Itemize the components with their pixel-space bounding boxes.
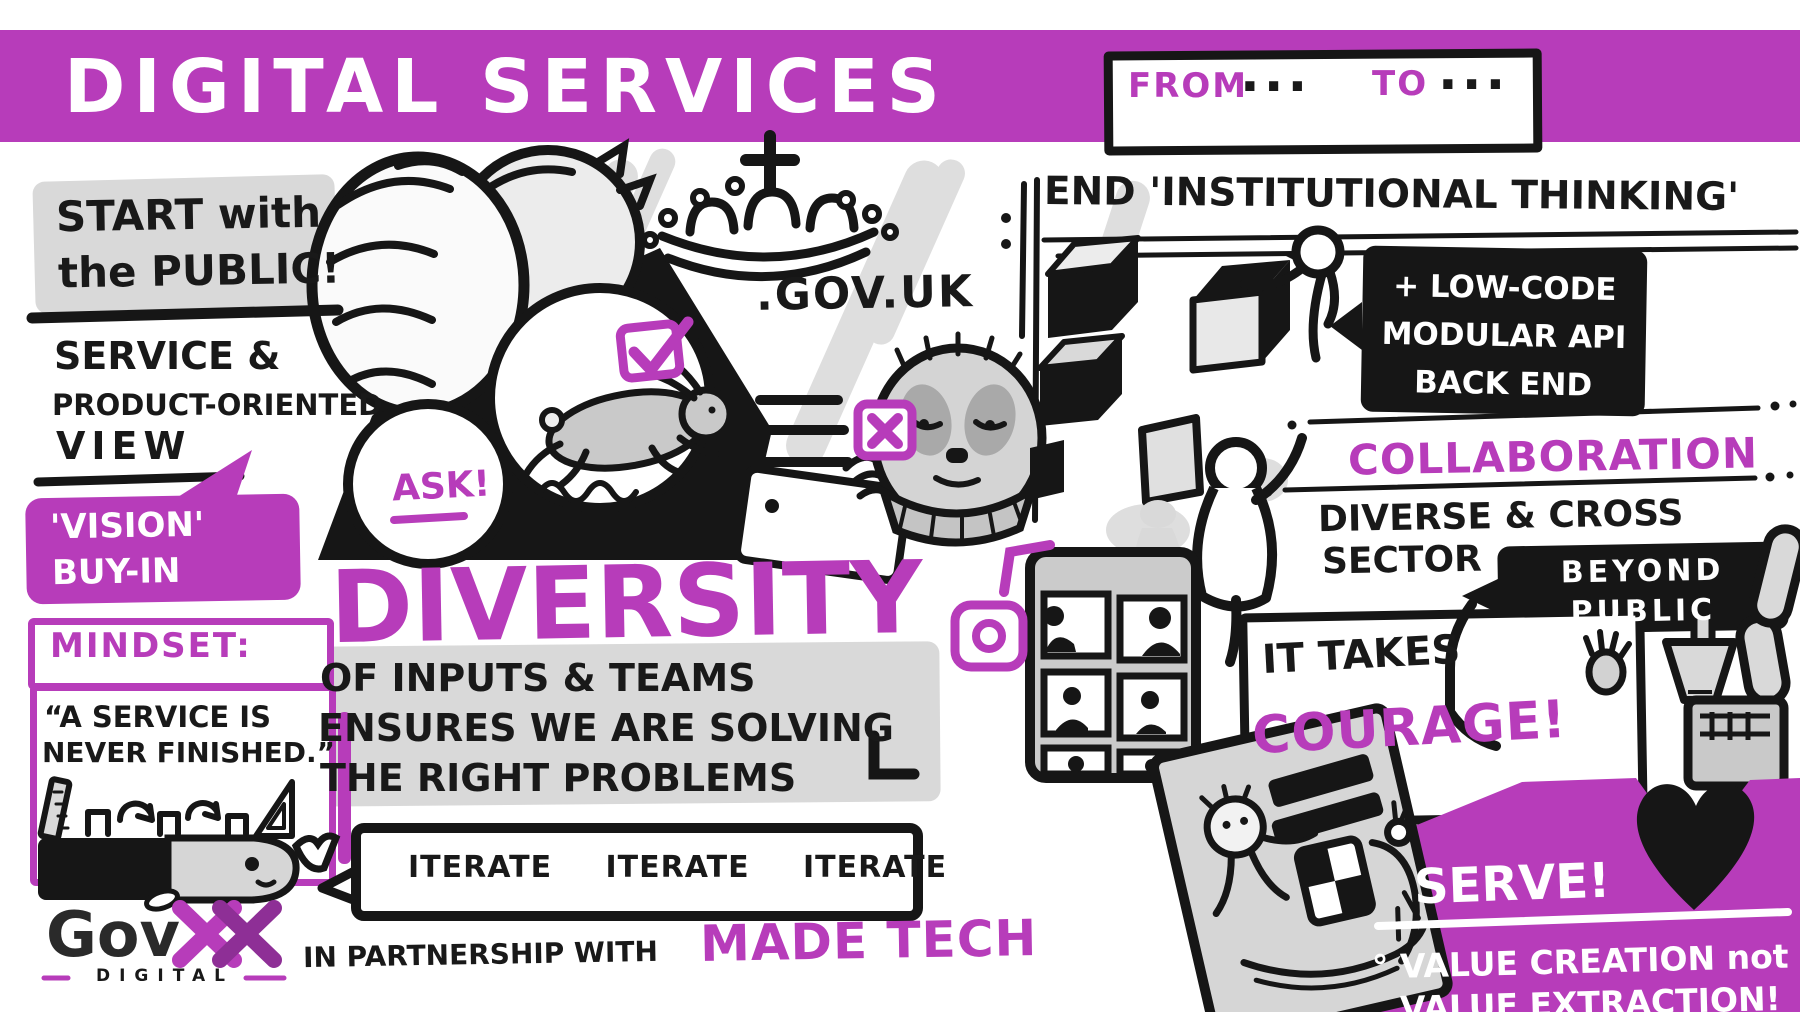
heart-icon xyxy=(1636,784,1755,910)
poster-title: DIGITAL SERVICES xyxy=(64,44,948,130)
lowcode-line1: + LOW-CODE xyxy=(1392,268,1617,308)
diversity-body-line1: OF INPUTS & TEAMS xyxy=(320,656,756,700)
from-dots: ... xyxy=(1240,44,1312,104)
crown-icon xyxy=(641,130,899,282)
value-line1: ° VALUE CREATION not xyxy=(1371,936,1789,987)
person-figures xyxy=(1133,225,1345,667)
camera-icon xyxy=(950,600,1028,672)
from-label: FROM xyxy=(1128,66,1249,106)
end-heading: END 'INSTITUTIONAL THINKING' xyxy=(1043,168,1740,221)
beyond-line2: PUBLIC xyxy=(1570,592,1717,631)
start-public-line1: START with xyxy=(55,187,322,242)
to-dots: ... xyxy=(1438,42,1510,102)
lowcode-line2: MODULAR API xyxy=(1381,315,1627,357)
govx-digital-label: DIGITAL xyxy=(96,966,234,986)
hare-icon xyxy=(485,283,734,513)
vision-line2: BUY-IN xyxy=(51,550,181,594)
diversity-heading: DIVERSITY xyxy=(329,538,924,667)
service-view-line2: PRODUCT-ORIENTED xyxy=(52,388,383,422)
partnership-label: IN PARTNERSHIP WITH xyxy=(302,934,659,975)
mindset-quote-line1: “A SERVICE IS xyxy=(44,700,271,734)
collaboration-heading: COLLABORATION xyxy=(1347,428,1759,485)
diversity-body-line3: THE RIGHT PROBLEMS xyxy=(320,756,797,800)
iterate-label: ITERATE ITERATE ITERATE xyxy=(408,850,948,885)
serve-heading: SERVE! xyxy=(1413,852,1612,916)
ask-label: ASK! xyxy=(390,463,492,510)
lowcode-line3: BACK END xyxy=(1413,364,1593,404)
beyond-text: BEYOND PUBLIC xyxy=(1497,549,1788,634)
mindset-quote-line2: NEVER FINISHED.” xyxy=(42,736,336,769)
madetech-wordmark: MADE TECH xyxy=(699,909,1038,973)
magenta-corner-bracket xyxy=(999,540,1055,597)
vision-line1: 'VISION' xyxy=(49,504,205,548)
diversity-body-line2: ENSURES WE ARE SOLVING xyxy=(318,706,894,750)
service-view-line3: VIEW xyxy=(56,424,192,468)
diverse-line2: SECTOR xyxy=(1321,538,1483,583)
beyond-line1: BEYOND xyxy=(1560,552,1725,591)
lowcode-text: + LOW-CODE MODULAR API BACK END xyxy=(1361,262,1647,411)
lowcode-bubble-tail xyxy=(1330,302,1362,350)
screen-lines xyxy=(743,395,863,529)
start-public-line2: the PUBLIC! xyxy=(57,243,341,298)
govx-wordmark: Gov xyxy=(46,898,180,971)
diverse-line1: DIVERSE & CROSS xyxy=(1317,492,1684,541)
panel-divider xyxy=(1001,177,1040,523)
cross-icon xyxy=(853,399,917,461)
service-view-line1: SERVICE & xyxy=(54,334,281,378)
to-label: TO xyxy=(1372,64,1429,104)
govuk-label: .GOV.UK xyxy=(755,266,975,321)
sloth-icon xyxy=(842,331,1047,547)
people-icon xyxy=(306,138,772,560)
mindset-title: MINDSET: xyxy=(50,626,252,666)
video-grid-icon xyxy=(1025,547,1201,783)
check-icon xyxy=(615,316,694,383)
cubes-icon xyxy=(1030,235,1290,506)
